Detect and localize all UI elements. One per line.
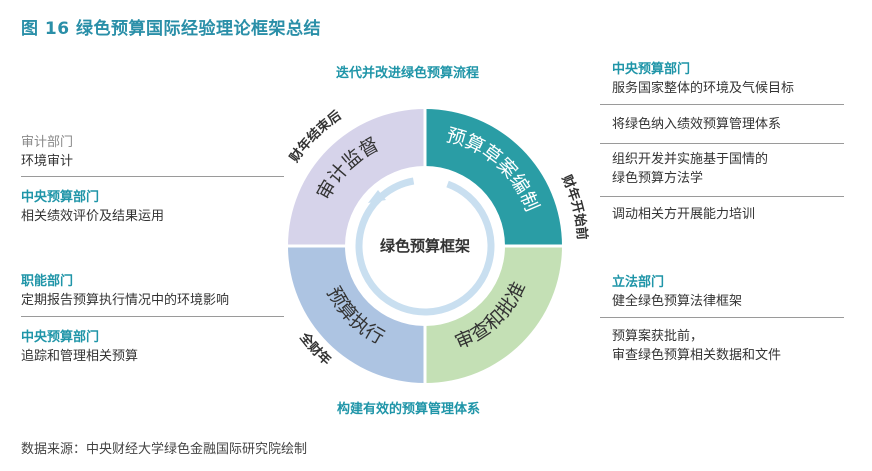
dept-duty: 追踪和管理相关预算 <box>21 349 139 364</box>
duty-line: 组织开发并实施基于国情的 <box>612 152 769 167</box>
left-audit-dept: 审计部门 环境审计 <box>21 133 73 171</box>
left-divider-1 <box>21 176 284 177</box>
right-divider-4 <box>600 317 844 318</box>
right-item-3: 组织开发并实施基于国情的 绿色预算方法学 <box>612 150 768 188</box>
caption-top: 迭代并改进绿色预算流程 <box>336 66 480 81</box>
right-divider-3 <box>600 196 844 197</box>
dept-name: 中央预算部门 <box>21 190 100 205</box>
center-label: 绿色预算框架 <box>380 237 470 255</box>
dept-name: 中央预算部门 <box>21 330 100 345</box>
duty-line: 预算案获批前， <box>612 329 704 344</box>
source-note: 数据来源：中央财经大学绿色金融国际研究院绘制 <box>21 442 308 457</box>
duty-line: 调动相关方开展能力培训 <box>612 207 756 222</box>
right-item-2: 将绿色纳入绩效预算管理体系 <box>612 115 781 134</box>
left-divider-2 <box>21 316 284 317</box>
duty-line: 审查绿色预算相关数据和文件 <box>612 348 782 363</box>
svg-text:财年开始前: 财年开始前 <box>558 173 590 241</box>
right-item-6: 预算案获批前， 审查绿色预算相关数据和文件 <box>612 327 781 365</box>
timing-start-label: 财年开始前 <box>558 173 590 241</box>
right-item-4: 调动相关方开展能力培训 <box>612 205 755 224</box>
right-legislative: 立法部门 健全绿色预算法律框架 <box>612 273 742 311</box>
right-divider-2 <box>600 143 844 144</box>
left-central-eval: 中央预算部门 相关绩效评价及结果运用 <box>21 188 164 226</box>
segment-execute <box>288 246 425 383</box>
right-divider-1 <box>600 104 844 105</box>
dept-name: 职能部门 <box>21 274 74 289</box>
cycle-arrow-ring <box>355 176 495 316</box>
dept-duty: 相关绩效评价及结果运用 <box>21 209 165 224</box>
dept-name: 立法部门 <box>612 275 665 290</box>
segment-draft <box>425 109 562 246</box>
duty-line: 将绿色纳入绩效预算管理体系 <box>612 117 782 132</box>
duty-line: 绿色预算方法学 <box>612 171 704 186</box>
dept-duty: 服务国家整体的环境及气候目标 <box>612 81 795 96</box>
dept-duty: 定期报告预算执行情况中的环境影响 <box>21 293 230 308</box>
dept-name: 中央预算部门 <box>612 62 691 77</box>
left-functional: 职能部门 定期报告预算执行情况中的环境影响 <box>21 272 229 310</box>
dept-name: 审计部门 <box>21 135 74 150</box>
dept-duty: 环境审计 <box>21 154 74 169</box>
segment-audit <box>288 109 425 246</box>
segment-approve <box>425 246 562 383</box>
right-central: 中央预算部门 服务国家整体的环境及气候目标 <box>612 60 794 98</box>
figure-title: 图 16 绿色预算国际经验理论框架总结 <box>21 19 321 39</box>
cycle-arrow-head <box>368 190 386 203</box>
dept-duty: 健全绿色预算法律框架 <box>612 294 743 309</box>
left-central-track: 中央预算部门 追踪和管理相关预算 <box>21 328 138 366</box>
caption-bottom: 构建有效的预算管理体系 <box>337 402 481 417</box>
